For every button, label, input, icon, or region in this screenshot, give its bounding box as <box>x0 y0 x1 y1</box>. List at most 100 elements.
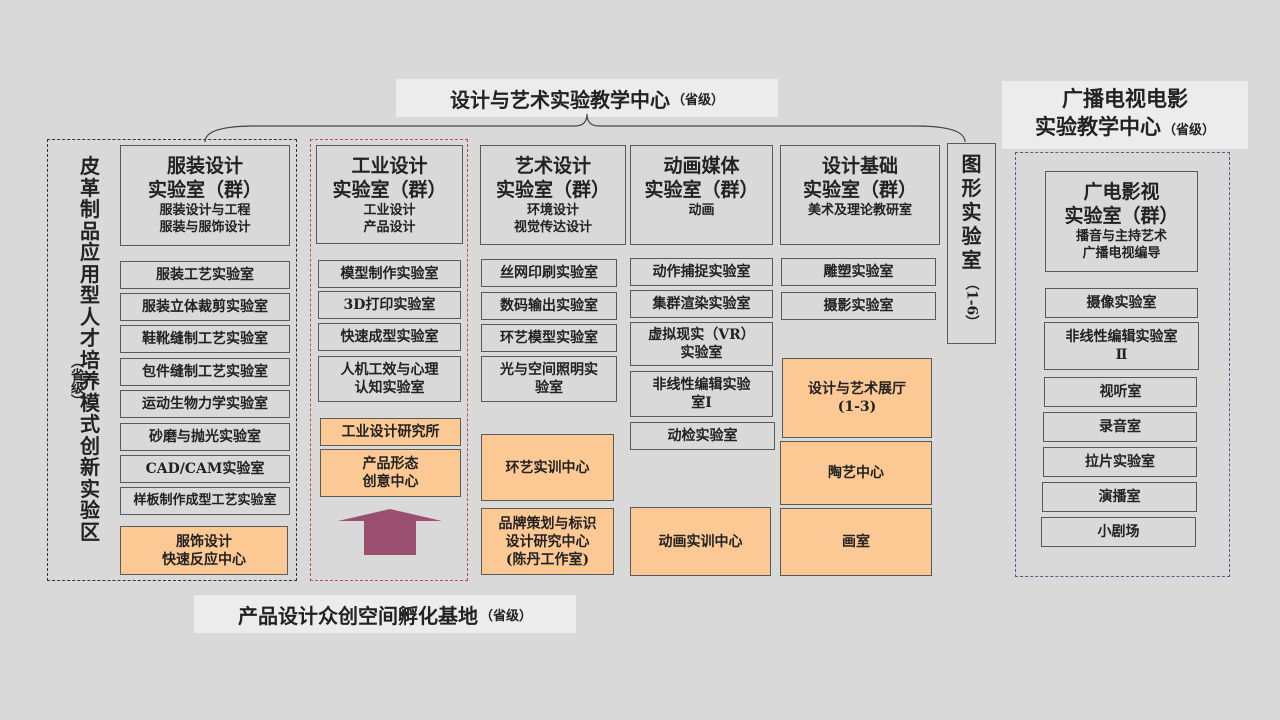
fashion-header-title: 服装设计 <box>166 155 243 177</box>
nle2-line2: Ⅱ <box>1115 347 1128 363</box>
right-banner: 广播电视电影 实验教学中心（省级） <box>1002 81 1248 149</box>
graphics-char: 验 <box>961 224 982 248</box>
stop-motion-lab: 动检实验室 <box>630 422 775 450</box>
bottom-banner-tag: （省级） <box>479 608 532 624</box>
ergonomics-lab-line1: 人机工效与心理 <box>340 362 439 378</box>
product-form-line1: 产品形态 <box>362 456 419 472</box>
basics-lab-item: 摄影实验室 <box>781 292 936 320</box>
v-char: 区 <box>80 519 100 544</box>
exhibition-line1: 设计与艺术展厅 <box>808 381 906 397</box>
painting-studio: 画室 <box>780 508 932 576</box>
industrial-lab-header: 工业设计 实验室（群） 工业设计 产品设计 <box>316 145 463 244</box>
light-space-line2: 验室 <box>535 380 563 396</box>
basics-header-subtitle: 实验室（群） <box>802 179 917 201</box>
anim-lab-item: 动作捕捉实验室 <box>630 258 773 286</box>
anim-major-1: 动画 <box>688 203 715 218</box>
art-major-2: 视觉传达设计 <box>513 220 592 235</box>
product-form-line2: 创意中心 <box>362 474 419 490</box>
v-char: 革 <box>80 175 100 200</box>
broadcast-lab-item: 视听室 <box>1044 377 1197 407</box>
graphics-lab-tag: （1-6） <box>963 276 980 330</box>
broadcast-header-title: 广电影视 <box>1083 181 1160 203</box>
broadcast-major-2: 广播电视编导 <box>1082 246 1161 261</box>
fashion-lab-item: 砂磨与抛光实验室 <box>120 423 290 451</box>
graphics-char: 室 <box>961 248 982 272</box>
industrial-lab-item: 模型制作实验室 <box>318 260 461 288</box>
anim-header-title: 动画媒体 <box>663 155 740 177</box>
v-char: 品 <box>80 218 100 243</box>
animation-lab-header: 动画媒体 实验室（群） 动画 <box>630 145 773 245</box>
industrial-major-1: 工业设计 <box>363 203 416 218</box>
top-banner-title: 设计与艺术实验教学中心 <box>449 87 670 112</box>
fashion-lab-item: 服装工艺实验室 <box>120 261 290 289</box>
v-char: 型 <box>80 283 100 307</box>
v-char: 养 <box>80 369 100 393</box>
v-char: 才 <box>80 326 100 350</box>
v-char: 用 <box>80 261 100 286</box>
v-char: 培 <box>80 347 100 372</box>
broadcast-lab-header: 广电影视 实验室（群） 播音与主持艺术 广播电视编导 <box>1045 171 1198 272</box>
broadcast-lab-item: 拉片实验室 <box>1043 447 1197 477</box>
exhibition-line2: (1-3) <box>837 399 877 415</box>
anim-lab-item: 集群渲染实验室 <box>630 290 773 318</box>
industrial-major-2: 产品设计 <box>363 220 416 235</box>
industrial-lab-item: 快速成型实验室 <box>318 323 461 351</box>
art-lab-item: 数码输出实验室 <box>481 292 617 320</box>
fashion-lab-header: 服装设计 实验室（群） 服装设计与工程 服装与服饰设计 <box>120 145 290 246</box>
broadcast-region-border <box>1015 152 1230 577</box>
fashion-major-2: 服装与服饰设计 <box>159 220 251 235</box>
v-char: 式 <box>80 412 100 436</box>
vr-lab-line1: 虚拟现实（VR） <box>648 327 755 343</box>
ergonomics-lab-line2: 认知实验室 <box>354 380 425 396</box>
vr-lab-line2: 实验室 <box>680 345 723 361</box>
art-header-subtitle: 实验室（群） <box>495 179 610 201</box>
industrial-region-border <box>310 139 468 581</box>
fashion-header-subtitle: 实验室（群） <box>147 179 262 201</box>
fashion-rapid-response-center: 服饰设计 快速反应中心 <box>120 526 288 575</box>
design-basics-lab-header: 设计基础 实验室（群） 美术及理论教研室 <box>780 145 940 245</box>
v-char: 模 <box>80 390 100 415</box>
top-banner-tag: （省级） <box>671 92 724 108</box>
industrial-lab-item: 3D打印实验室 <box>318 291 461 319</box>
brace-connector <box>204 113 966 143</box>
product-form-creative-center: 产品形态 创意中心 <box>320 449 461 497</box>
industrial-header-subtitle: 实验室（群） <box>332 179 447 201</box>
industrial-design-institute: 工业设计研究所 <box>320 418 461 446</box>
camera-lab: 摄像实验室 <box>1045 288 1198 318</box>
brand-center-line2: 设计研究中心 <box>505 533 590 550</box>
right-banner-line1: 广播电视电影 <box>1062 86 1188 111</box>
basics-header-title: 设计基础 <box>821 155 898 177</box>
up-arrow-icon <box>338 509 442 555</box>
v-char: 新 <box>80 455 100 479</box>
nonlinear-editing-lab-1: 非线性编辑实验 室Ⅰ <box>630 371 773 417</box>
v-char: 制 <box>80 197 100 221</box>
fashion-lab-item: 运动生物力学实验室 <box>120 390 290 418</box>
graphics-char: 实 <box>961 200 982 224</box>
v-char: 应 <box>80 240 100 264</box>
nonlinear-editing-lab-2: 非线性编辑实验室 Ⅱ <box>1044 322 1199 370</box>
fashion-major-1: 服装设计与工程 <box>159 203 251 218</box>
fashion-center-line1: 服饰设计 <box>176 533 232 550</box>
top-banner: 设计与艺术实验教学中心（省级） <box>396 79 778 117</box>
right-banner-line2: 实验教学中心 <box>1034 114 1161 139</box>
broadcast-lab-item: 小剧场 <box>1041 517 1196 547</box>
vr-lab: 虚拟现实（VR） 实验室 <box>630 322 773 366</box>
light-space-line1: 光与空间照明实 <box>500 362 598 378</box>
brand-center-line3: (陈丹工作室) <box>505 551 590 568</box>
v-char: 验 <box>80 498 100 522</box>
bottom-banner-title: 产品设计众创空间孵化基地 <box>237 603 478 628</box>
broadcast-lab-item: 录音室 <box>1043 412 1197 442</box>
bottom-banner: 产品设计众创空间孵化基地（省级） <box>194 595 576 633</box>
light-space-lab: 光与空间照明实 验室 <box>481 356 617 402</box>
design-art-exhibition-hall: 设计与艺术展厅 (1-3) <box>782 358 932 438</box>
industrial-header-title: 工业设计 <box>351 155 428 177</box>
v-char: 皮 <box>80 154 100 178</box>
nle2-line1: 非线性编辑实验室 <box>1065 329 1178 345</box>
art-lab-item: 环艺模型实验室 <box>481 324 617 352</box>
animation-training-center: 动画实训中心 <box>630 507 771 576</box>
v-char: 人 <box>80 304 100 329</box>
nle1-line2: 室Ⅰ <box>691 395 712 411</box>
basics-major-1: 美术及理论教研室 <box>807 203 912 218</box>
left-vertical-tag: （省级） <box>68 355 83 407</box>
art-major-1: 环境设计 <box>526 203 579 218</box>
